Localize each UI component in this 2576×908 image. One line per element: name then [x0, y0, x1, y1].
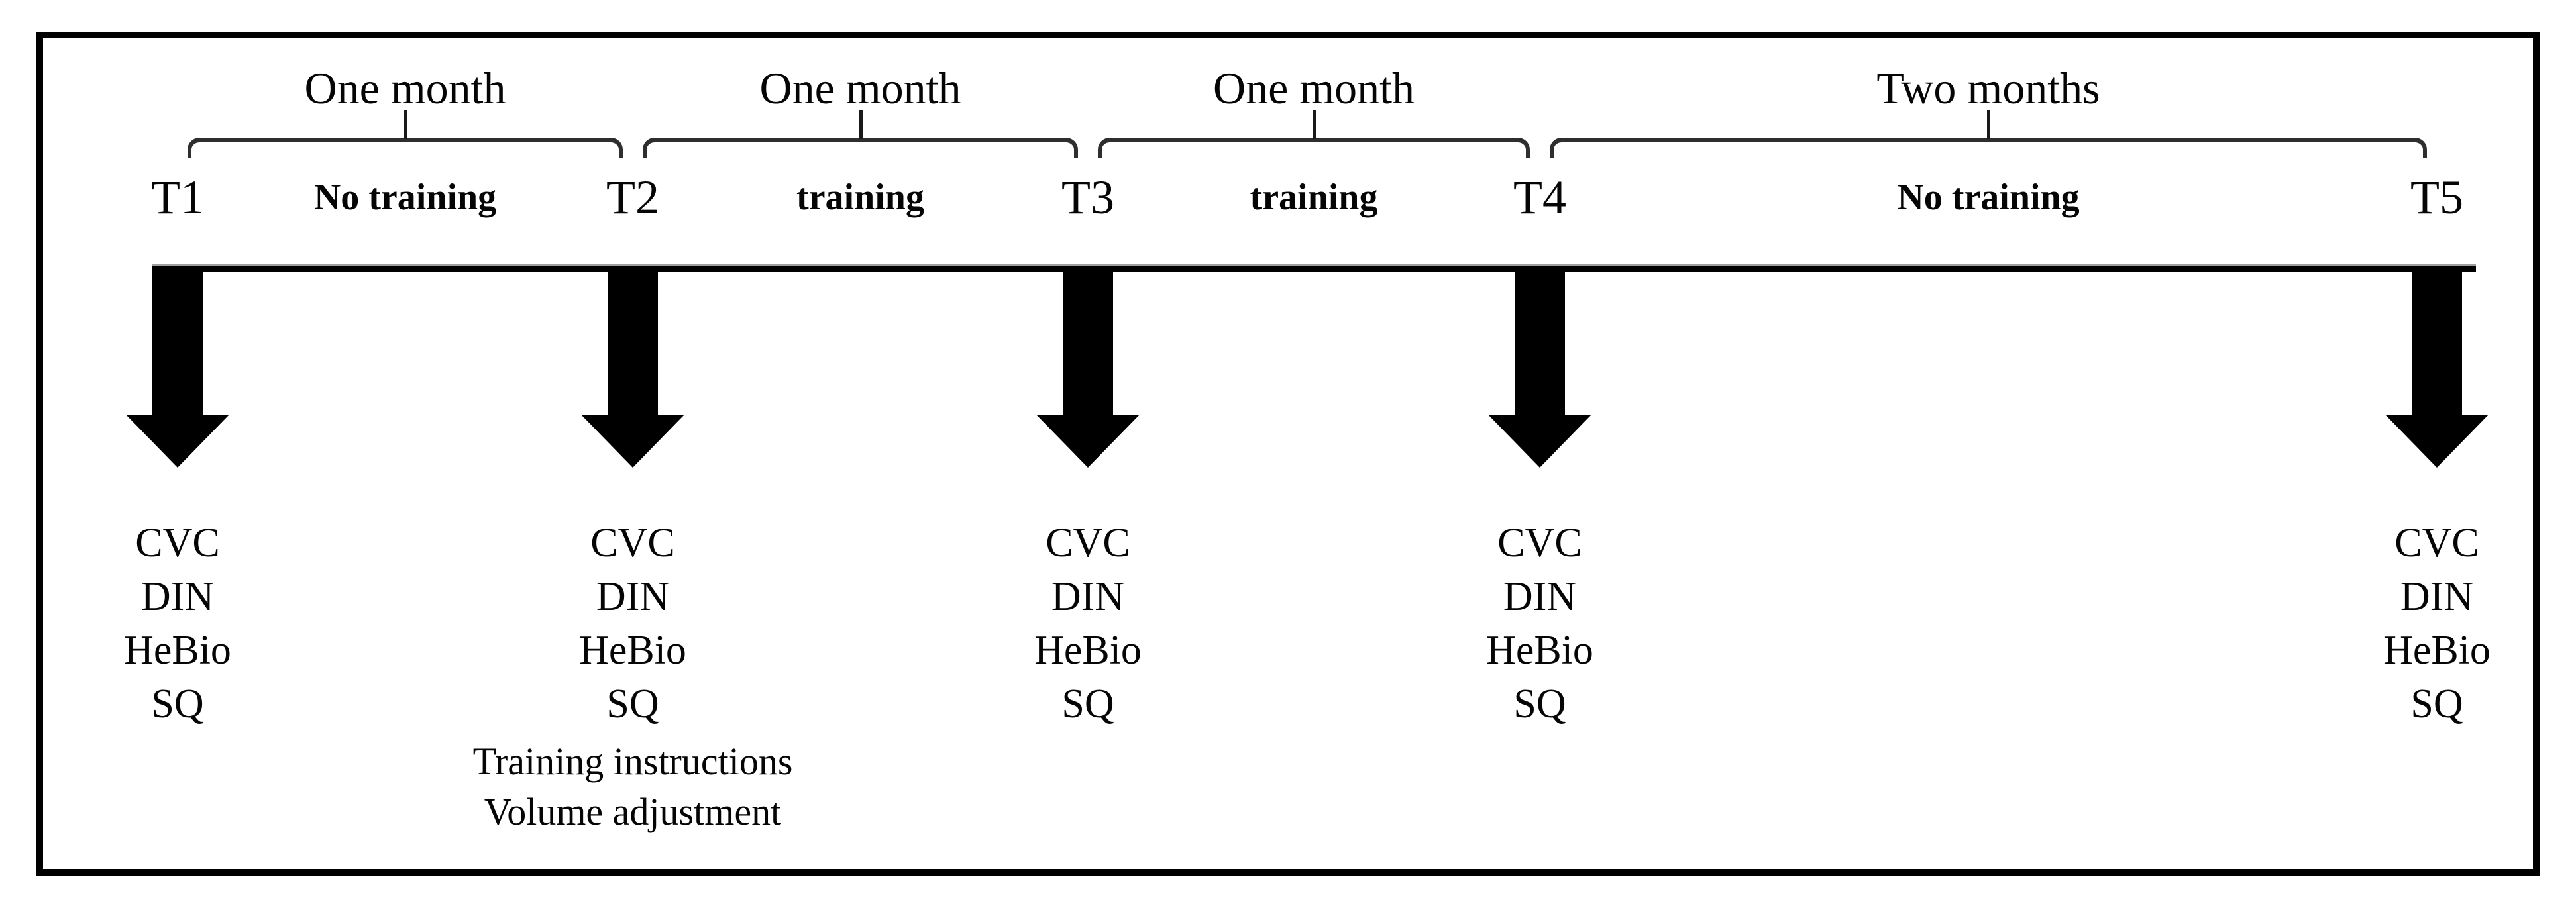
- interval-condition-label: training: [796, 177, 924, 218]
- interval-duration-label: Two months: [1876, 63, 2100, 113]
- interval-condition-label: No training: [313, 177, 497, 218]
- measurement-item: DIN: [1051, 574, 1125, 619]
- measurement-item: CVC: [1046, 521, 1130, 566]
- measurement-item: HeBio: [579, 628, 686, 673]
- measurement-item: SQ: [1513, 681, 1566, 727]
- interval-bracket: [643, 138, 1078, 158]
- measurement-item: SQ: [1061, 681, 1114, 727]
- bracket-center-tick: [859, 110, 863, 139]
- timeline-axis: [152, 264, 2476, 272]
- measurement-item: DIN: [140, 574, 215, 619]
- note-item: Training instructions: [472, 740, 793, 783]
- interval-condition-label: training: [1250, 177, 1378, 218]
- measurement-item: HeBio: [1486, 628, 1593, 673]
- measurement-item: CVC: [1497, 521, 1582, 566]
- timepoint-label: T1: [151, 171, 204, 224]
- bracket-center-tick: [403, 110, 407, 139]
- measurement-item: DIN: [1503, 574, 1577, 619]
- measurement-item: DIN: [596, 574, 670, 619]
- measurement-item: HeBio: [2383, 628, 2491, 673]
- measurement-item: HeBio: [124, 628, 231, 673]
- measurement-item: SQ: [606, 681, 659, 727]
- interval-bracket: [1098, 138, 1530, 158]
- note-item: Volume adjustment: [484, 790, 782, 833]
- interval-duration-label: One month: [1212, 63, 1415, 113]
- timepoint-label: T2: [606, 171, 659, 224]
- measurement-item: DIN: [2400, 574, 2474, 619]
- measurement-item: CVC: [2394, 521, 2479, 566]
- interval-bracket: [1550, 138, 2427, 158]
- bracket-center-tick: [1987, 110, 1990, 139]
- interval-condition-label: No training: [1897, 177, 2080, 218]
- figure-frame: [36, 32, 2540, 876]
- interval-duration-label: One month: [759, 63, 961, 113]
- timepoint-label: T3: [1061, 171, 1114, 224]
- measurement-item: CVC: [590, 521, 675, 566]
- measurement-item: HeBio: [1034, 628, 1142, 673]
- interval-duration-label: One month: [304, 63, 506, 113]
- bracket-center-tick: [1313, 110, 1316, 139]
- timepoint-label: T5: [2410, 171, 2463, 224]
- interval-bracket: [188, 138, 623, 158]
- measurement-item: SQ: [2410, 681, 2463, 727]
- measurement-item: CVC: [135, 521, 220, 566]
- measurement-item: SQ: [151, 681, 204, 727]
- timepoint-label: T4: [1513, 171, 1566, 224]
